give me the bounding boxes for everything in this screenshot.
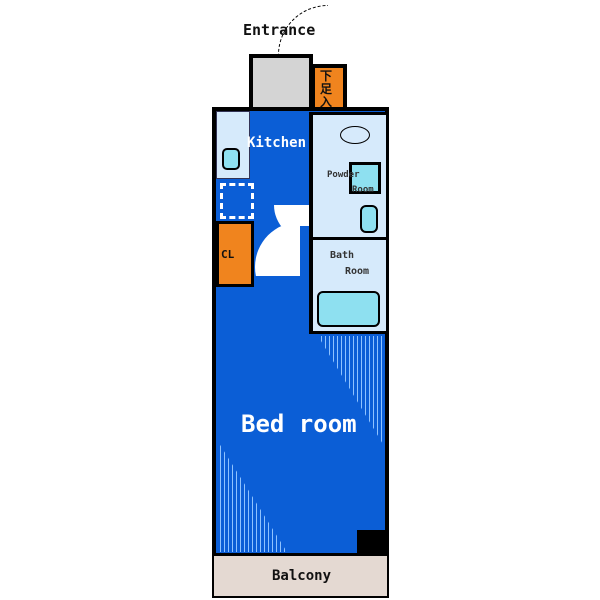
kitchen-label: Kitchen bbox=[247, 135, 307, 151]
toilet-icon bbox=[340, 126, 370, 144]
bath-room-label-2: Room bbox=[345, 266, 370, 277]
entrance-area bbox=[249, 54, 313, 110]
powder-room-label-2: Room bbox=[352, 185, 374, 195]
stove-icon bbox=[222, 148, 240, 170]
washing-basin-icon bbox=[360, 205, 378, 233]
balcony bbox=[212, 556, 389, 598]
closet-label: CL bbox=[221, 248, 235, 261]
shoe-box-label: 下足入 bbox=[320, 69, 333, 109]
bath-room-label-1: Bath bbox=[330, 250, 355, 261]
bathtub-icon bbox=[317, 291, 380, 327]
closet bbox=[216, 221, 254, 287]
bed-room-label: Bed room bbox=[241, 410, 357, 438]
powder-room-label-1: Powder bbox=[327, 170, 360, 180]
washbasin-icon bbox=[349, 162, 381, 194]
shoe-box bbox=[311, 64, 347, 114]
pipe-space bbox=[357, 530, 385, 554]
washer-space bbox=[220, 183, 254, 219]
kitchen-door-arc bbox=[274, 205, 309, 226]
entrance-label: Entrance bbox=[243, 21, 316, 39]
balcony-label: Balcony bbox=[272, 568, 332, 584]
